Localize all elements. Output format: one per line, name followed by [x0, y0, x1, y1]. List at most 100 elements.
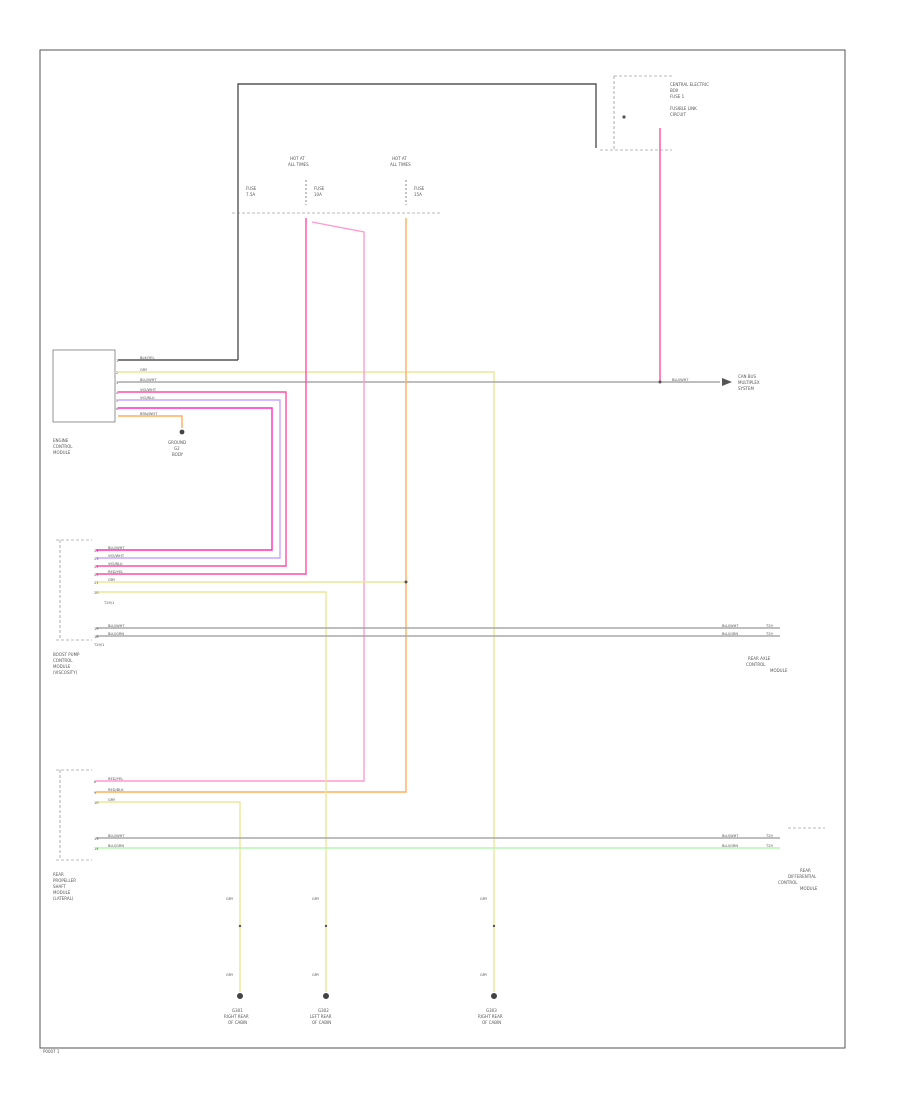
pcm-pin: 21	[94, 581, 99, 585]
pcm-pin: 20	[94, 591, 99, 595]
ecm-pin: 6	[116, 407, 119, 411]
can-bus-label-1: CAN BUS	[738, 374, 756, 379]
wire-label: BLU/WHT	[108, 624, 125, 628]
connector-code: T29	[765, 834, 773, 838]
wire-label: BLU/GRN	[108, 844, 124, 848]
diagram-frame	[39, 49, 846, 1049]
wire-ecm-4	[96, 391, 287, 567]
ecm-pin: 5	[116, 399, 118, 403]
wire-label: GRY	[108, 578, 116, 582]
fuse-block-symbol	[622, 115, 626, 119]
can-bus-label-3: SYSTEM	[738, 386, 754, 391]
fuse-3-label-2: 15A	[414, 192, 422, 197]
pcm-pin: 19	[94, 627, 99, 631]
ground-symbol	[237, 993, 243, 999]
pcm-label-4: (VISCOSITY)	[53, 670, 78, 675]
ground-ecm-label-1: GROUND	[168, 440, 186, 445]
fuse-2-title-1: HOT AT	[290, 156, 305, 161]
pcm-pin: 22	[94, 565, 99, 569]
fuse-block-label-3: FUSE 1	[670, 94, 685, 99]
fuse-3-label-1: FUSE	[414, 186, 425, 191]
wire-ecm-5	[96, 399, 281, 559]
ecm-pin: 3	[116, 381, 118, 385]
ground-symbol	[323, 993, 329, 999]
splice-dot	[658, 380, 662, 384]
rcm-label-5: (LATERAL)	[53, 896, 74, 901]
wire-label: BLU/GRN	[722, 632, 738, 636]
splice-dot	[404, 580, 408, 584]
fuse-2-label-1: FUSE	[314, 186, 325, 191]
ground-ecm-label-2: G2	[174, 446, 180, 451]
ground-ecm-symbol	[179, 429, 185, 435]
pcm-pin: 24	[94, 549, 99, 553]
wire-connector-dot	[324, 924, 328, 928]
wire-fuse1-pink	[96, 218, 307, 575]
ecm-label-1: ENGINE	[53, 438, 69, 443]
wire-label: BRN/WHT	[140, 412, 158, 416]
ecm-pin: 2	[116, 371, 118, 375]
wire-label: BLU/WHT	[140, 378, 157, 382]
ground-3-label-3: OF CABIN	[482, 1020, 501, 1025]
wire-label: BLU/GRN	[722, 844, 738, 848]
connector-code: T29	[765, 844, 773, 848]
ground-3-label-2: RIGHT REAR	[478, 1014, 503, 1019]
rcm-pin: 8	[94, 780, 97, 784]
left-label-2: CONTROL	[746, 662, 766, 667]
rcm-pin: 10	[94, 801, 99, 805]
wire-label: GRY	[226, 973, 234, 977]
wire-ecm-2	[118, 371, 495, 992]
fuse-2-label-2: 10A	[314, 192, 322, 197]
fuse-1-label-1: FUSE	[246, 186, 257, 191]
page-reference: P0007 1	[43, 1049, 60, 1054]
wire-label: BLU/WHT	[108, 834, 125, 838]
wire-label: RED/YEL	[108, 570, 123, 574]
fuse-3-title-1: HOT AT	[392, 156, 407, 161]
right-module-label-1: REAR	[800, 868, 811, 873]
wire-label: VIO/BLU	[108, 562, 123, 566]
ground-symbol	[491, 993, 497, 999]
fuse-block-outline	[600, 75, 672, 151]
wire-feed-top	[237, 83, 597, 360]
pcm-label-1: BOOST PUMP	[53, 652, 80, 657]
wire-connector-dot	[238, 924, 242, 928]
pcm-label-2: CONTROL	[53, 658, 73, 663]
wire-connector-dot	[492, 924, 496, 928]
rcm-label-3: SHAFT	[53, 884, 67, 889]
rcm-pin: 13	[94, 837, 99, 841]
wire-fuse2-pink	[96, 221, 365, 782]
wire-rcm-3	[96, 801, 241, 992]
right-module-label-3: CONTROL	[778, 880, 798, 885]
wire-label: BLK/YEL	[140, 356, 155, 360]
wire-label: BLU/WHT	[722, 624, 739, 628]
wire-fuse3-orange	[96, 218, 407, 793]
ground-1-label-3: OF CABIN	[228, 1020, 247, 1025]
fuse-2-title-2: ALL TIMES	[288, 162, 309, 167]
pcm-pin: 23	[94, 557, 99, 561]
ground-3-label-1: G303	[486, 1008, 497, 1013]
rcm-label-2: PROPELLER	[53, 878, 76, 883]
fuse-3-title-2: ALL TIMES	[390, 162, 411, 167]
right-module-label-4: MODULE	[800, 886, 818, 891]
wire-label: BLU/WHT	[108, 546, 125, 550]
connector-code: T29	[765, 632, 773, 636]
wire-label: VIO/WHT	[108, 554, 125, 558]
wire-label: GRY	[480, 897, 488, 901]
wire-pcm-5	[96, 591, 327, 992]
wire-label: GRY	[108, 798, 116, 802]
wire-label: RED/BLK	[108, 788, 124, 792]
rcm-box	[56, 769, 92, 861]
left-label-1: REAR AXLE	[748, 656, 771, 661]
wire-label: VIO/WHT	[140, 388, 157, 392]
ecm-pin: 1	[116, 359, 118, 363]
right-module-label-2: DIFFERENTIAL	[788, 874, 817, 879]
ground-2-label-1: G302	[318, 1008, 329, 1013]
ground-1-label-2: RIGHT REAR	[224, 1014, 249, 1019]
fuse-1-label-2: 7.5A	[246, 192, 255, 197]
rcm-pin: 14	[94, 847, 99, 851]
wire-ecm-7	[118, 415, 183, 428]
wire-label: GRY	[312, 973, 320, 977]
ground-ecm-label-3: BODY	[172, 452, 184, 457]
pcm-box	[56, 539, 92, 641]
wire-label: RED/YEL	[108, 777, 123, 781]
